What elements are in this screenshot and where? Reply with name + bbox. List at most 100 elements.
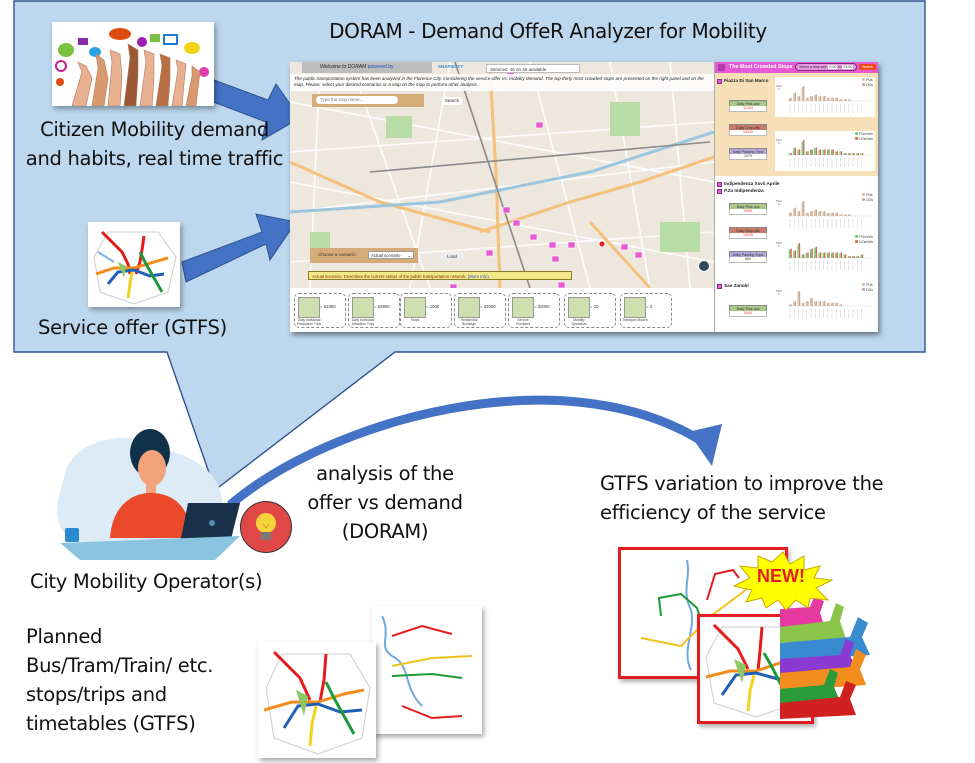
chart-bar: [839, 99, 841, 101]
chart-bar: [847, 153, 850, 155]
chart-bar: [856, 153, 858, 155]
chart-bar: [798, 211, 801, 216]
process-arrow: [227, 395, 703, 509]
parks: [310, 102, 700, 252]
time-to-label: to: [838, 65, 842, 69]
chart-bar: [797, 292, 799, 306]
chart-bar: [814, 94, 816, 101]
legend-dot: [862, 193, 866, 196]
chart-bar: [845, 254, 847, 258]
bus-stop-icon: [717, 182, 722, 187]
chart-bar: [822, 96, 824, 101]
chart-y-label: Pax/h: [776, 289, 783, 297]
time-to-select[interactable]: 23:00: [842, 65, 854, 69]
new-badge: [732, 551, 834, 610]
chart-bar: [819, 211, 822, 216]
locate-me-button[interactable]: [698, 260, 710, 272]
load-scenario-button[interactable]: Load: [440, 252, 464, 261]
chart-bar: [789, 97, 791, 101]
welcome-text: Welcome to DORAM: [320, 64, 367, 70]
time-slot-filter: Select a time slot: 0:00 to 23:00: [795, 63, 857, 71]
desk: [60, 536, 240, 560]
chart-bar: [831, 252, 833, 258]
chart-bar: [840, 214, 843, 216]
legend-label: PUs: [866, 78, 873, 82]
chart-bar: [805, 212, 808, 216]
legend-dot: [862, 283, 866, 286]
main-roads: [290, 71, 714, 288]
snap4city-logo: SNAP4CITY: [438, 64, 464, 69]
chart-bar: [793, 251, 795, 258]
time-search-button[interactable]: Search: [859, 64, 876, 70]
chart-bar: [790, 248, 792, 259]
chart-bar: [793, 208, 795, 216]
chart-bar: [797, 96, 799, 101]
chart-bar: [793, 148, 795, 155]
chart-bar: [793, 301, 795, 306]
scenario-select[interactable]: Actual scenario ⌄: [368, 251, 414, 259]
stop-search-input[interactable]: [316, 96, 398, 104]
chart-bar: [793, 93, 795, 101]
chart-bar: [805, 97, 808, 101]
chart-bar: [828, 149, 830, 156]
chart-bar: [857, 153, 859, 156]
river: [290, 130, 714, 214]
chart-bar: [840, 252, 843, 259]
chart-bar: [832, 97, 834, 101]
time-from-select[interactable]: 0:00: [828, 65, 838, 69]
chart-bar: [815, 94, 817, 101]
chart-bar: [826, 97, 829, 101]
chart-y-label: Pax/h: [776, 84, 783, 92]
chart-bar: [835, 212, 837, 216]
chart-bar: [803, 302, 805, 306]
chart-bar: [811, 211, 813, 216]
chart-bar: [836, 252, 838, 259]
operator-label: City Mobility Operator(s): [30, 570, 263, 593]
chart-bar: [828, 212, 830, 216]
legend-label: DOs: [866, 82, 873, 87]
planned-map-front: [258, 642, 376, 758]
stop-name[interactable]: P.Za Indipendenza: [724, 188, 764, 193]
stat-value: = 31000: [480, 304, 496, 309]
chart-bar: [807, 151, 809, 155]
bus-stop-icon: [717, 79, 722, 84]
chart-bar: [805, 301, 808, 306]
red-sweater: [110, 493, 192, 538]
more-info-link[interactable]: (More Info): [467, 274, 489, 279]
legend-label: DOs/Veh: [859, 136, 873, 141]
chart-bar: [798, 243, 801, 258]
chart-bar: [822, 301, 824, 306]
chart-plot: [787, 291, 871, 318]
chart-bar: [789, 249, 791, 259]
city-map[interactable]: Welcome to DORAM powered by SNAP4CITY Se…: [290, 62, 714, 288]
legend-label: PUs/Veh: [859, 132, 873, 136]
chart-bar: [801, 202, 803, 216]
search-button[interactable]: Search: [442, 97, 462, 105]
chart-bar: [826, 302, 829, 306]
stop-name[interactable]: Indipendenza Xxvii Aprile: [724, 181, 780, 186]
chart-bar: [794, 301, 796, 306]
chart-plot: [787, 243, 871, 270]
legend-label: DOs: [866, 287, 873, 292]
chart-bar: [843, 214, 845, 216]
panel-title: The Most Crowded Stops: [729, 64, 793, 70]
stat-thumbnail: [568, 297, 590, 318]
stat-label: Mobility Operators: [571, 318, 587, 326]
chart-bar: [803, 254, 805, 258]
service-offer-label: Service offer (GTFS): [38, 316, 227, 339]
chart-bar: [840, 151, 843, 155]
stop-name[interactable]: Piazza Di San Marco: [724, 78, 769, 83]
stop-name[interactable]: San Zanobi: [724, 283, 749, 288]
